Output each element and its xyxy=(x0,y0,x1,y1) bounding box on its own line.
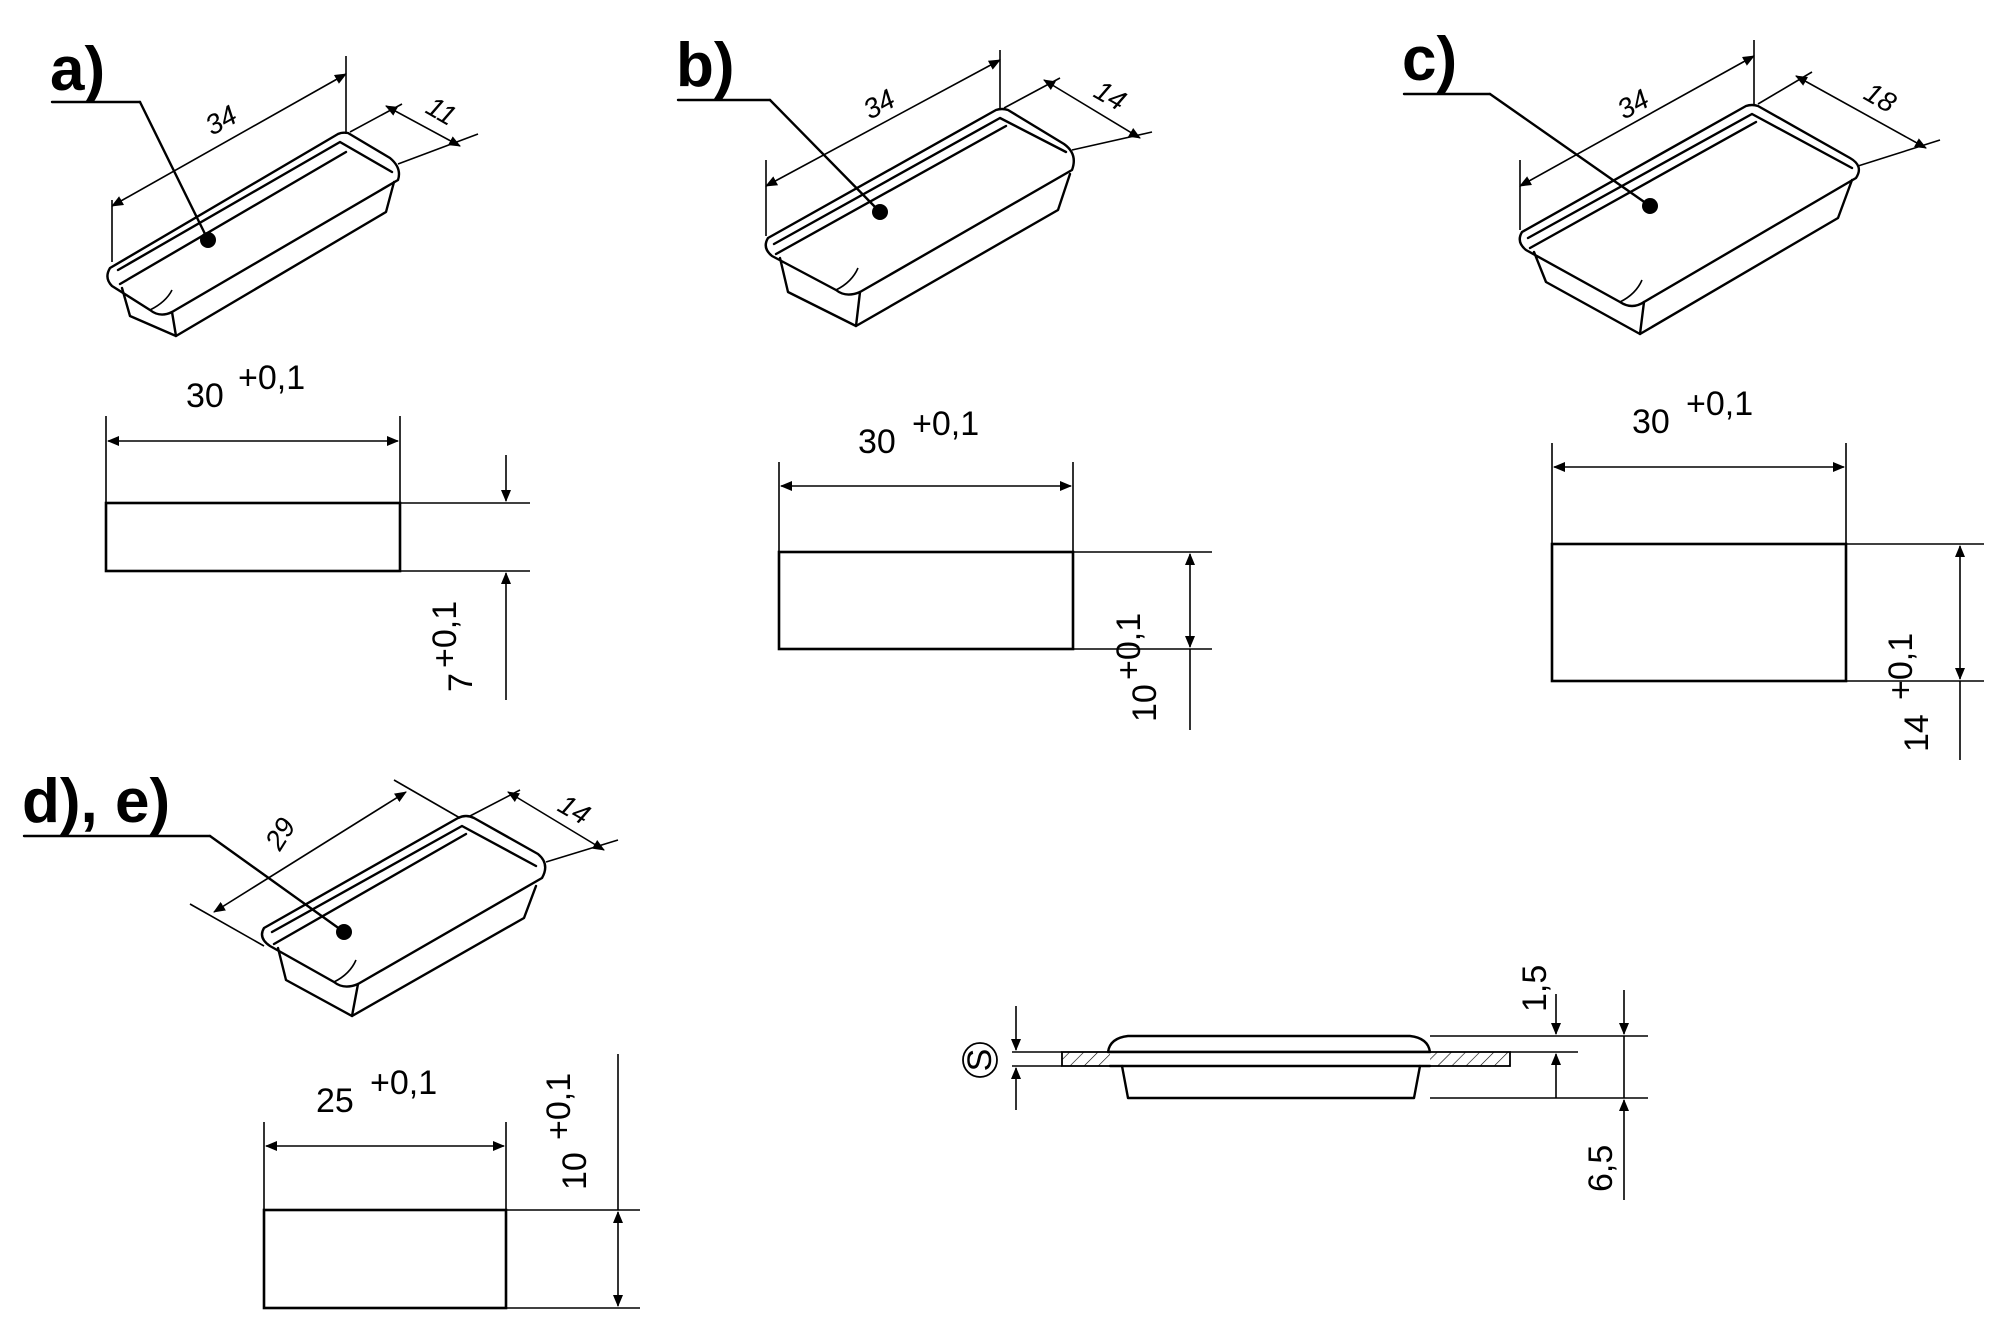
dim-c-length-line xyxy=(1519,55,1755,187)
variant-de-iso: d), e) 29 14 xyxy=(22,767,619,1018)
cutout-de-rect xyxy=(262,1208,508,1310)
label-a: a) xyxy=(50,35,105,104)
s-symbol-circle xyxy=(962,1042,998,1078)
dim-de-length: 29 xyxy=(258,812,301,856)
section-view: S 1,5 6,5 xyxy=(961,965,1648,1200)
iso-part-a xyxy=(106,131,401,338)
cutout-c-height-tol: +0,1 xyxy=(1882,633,1920,700)
cutout-b: 30 +0,1 10 +0,1 xyxy=(777,405,1212,730)
leader-de-dot xyxy=(336,924,352,940)
cap-top xyxy=(1106,1034,1432,1054)
leader-a-dot xyxy=(200,232,216,248)
cutout-de-height-tol: +0,1 xyxy=(540,1073,578,1140)
cutout-c-width: 30 xyxy=(1632,403,1670,441)
section-depth: 6,5 xyxy=(1582,1145,1620,1192)
cutout-c-width-tol: +0,1 xyxy=(1686,385,1753,423)
dim-c-width-line xyxy=(1795,75,1927,149)
cutout-a-height-tol: +0,1 xyxy=(426,601,464,668)
dim-b-length: 34 xyxy=(858,83,900,125)
variant-a-iso: a) 34 11 xyxy=(50,35,479,338)
dim-de-width-line xyxy=(507,791,605,851)
cutout-de: 25 +0,1 10 +0,1 xyxy=(262,1054,640,1310)
cutout-a-width: 30 xyxy=(186,377,224,415)
cutout-b-width: 30 xyxy=(858,423,896,461)
cutout-a-rect xyxy=(104,501,402,573)
cap-body xyxy=(1120,1064,1422,1100)
dim-c-width: 18 xyxy=(1859,76,1902,119)
label-b: b) xyxy=(676,31,735,100)
label-de: d), e) xyxy=(22,767,170,836)
dim-b-length-line xyxy=(765,59,1001,187)
dim-de-width: 14 xyxy=(553,788,595,830)
label-c: c) xyxy=(1402,25,1457,94)
cutout-de-width: 25 xyxy=(316,1082,354,1120)
dim-a-length: 34 xyxy=(200,99,242,141)
cutout-b-height-tol: +0,1 xyxy=(1110,613,1148,680)
leader-c-dot xyxy=(1642,198,1658,214)
cutout-de-height: 10 xyxy=(556,1152,594,1190)
cutout-b-rect xyxy=(777,550,1075,651)
cutout-a-height: 7 xyxy=(442,673,480,692)
dim-a-width-line xyxy=(385,105,461,147)
cutout-de-width-tol: +0,1 xyxy=(370,1064,437,1102)
cutout-c: 30 +0,1 14 +0,1 xyxy=(1550,385,1984,760)
s-symbol: S xyxy=(961,1049,999,1072)
dim-a-width: 11 xyxy=(421,90,462,131)
leader-b-dot xyxy=(872,204,888,220)
iso-part-c xyxy=(1518,103,1861,336)
variant-b-iso: b) 34 14 xyxy=(676,31,1153,328)
dim-b-width-line xyxy=(1043,79,1141,139)
variant-c-iso: c) 34 18 xyxy=(1402,25,1941,336)
cutout-b-height: 10 xyxy=(1126,684,1164,722)
cutout-c-height: 14 xyxy=(1898,714,1936,752)
section-top-height: 1,5 xyxy=(1516,965,1554,1012)
cutout-b-width-tol: +0,1 xyxy=(912,405,979,443)
cutout-a: 30 +0,1 7 +0,1 xyxy=(104,359,530,700)
dim-c-length: 34 xyxy=(1612,83,1654,125)
cutout-c-rect xyxy=(1550,542,1848,683)
dim-de-length-line xyxy=(213,791,407,913)
dim-a-length-line xyxy=(111,73,347,207)
iso-part-de xyxy=(260,814,547,1018)
cutout-a-width-tol: +0,1 xyxy=(238,359,305,397)
